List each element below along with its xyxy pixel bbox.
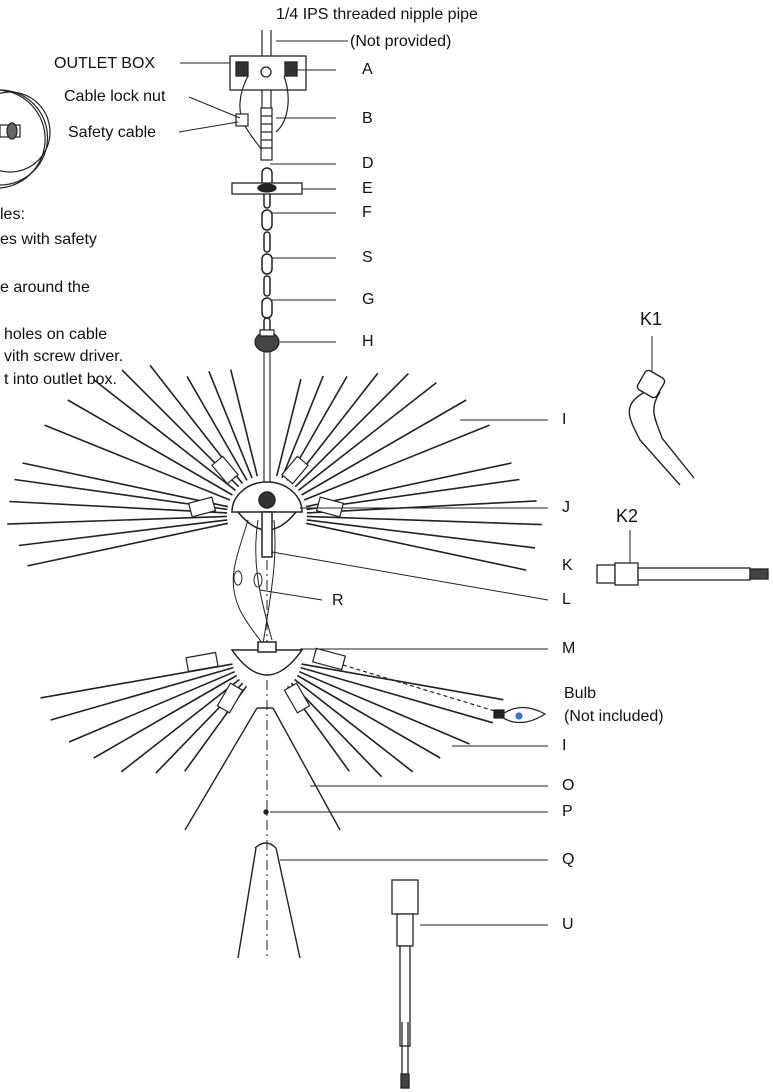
part-i-label: I xyxy=(562,411,567,428)
upper-spike-arms xyxy=(7,364,542,571)
spike-arm xyxy=(18,519,228,547)
spike-arm xyxy=(300,666,494,724)
spike-arm xyxy=(67,399,233,496)
spike-arm xyxy=(298,381,437,492)
part-i2-label: I xyxy=(562,737,567,754)
spike-arm xyxy=(303,424,490,501)
spike-arm xyxy=(186,376,248,481)
bulb-label: Bulb xyxy=(564,685,597,702)
instruction-line-3: e around the xyxy=(0,279,90,296)
spike-arm xyxy=(229,369,259,477)
bulb xyxy=(342,664,547,724)
spike-arm xyxy=(301,663,504,701)
spike-arm xyxy=(305,462,512,508)
spike-arm xyxy=(294,678,414,773)
upper-hub xyxy=(231,481,303,558)
part-k1-label: K1 xyxy=(640,309,663,329)
part-u-label: U xyxy=(562,916,574,933)
part-m-label: M xyxy=(562,640,576,657)
spike-arm xyxy=(68,670,236,743)
chain-link xyxy=(261,209,273,231)
part-p-label: P xyxy=(562,803,573,820)
part-k2-label: K2 xyxy=(616,506,639,526)
spike-arm xyxy=(305,522,527,571)
part-q-label: Q xyxy=(562,851,575,868)
part-a-label: A xyxy=(362,61,373,78)
bulb-note: (Not included) xyxy=(564,708,664,725)
instruction-line-6: t into outlet box. xyxy=(4,371,117,388)
spike-arm xyxy=(275,379,302,477)
part-b-label: B xyxy=(362,110,373,127)
instruction-line-2: es with safety xyxy=(0,231,97,248)
chain-link xyxy=(263,231,271,253)
chain-link xyxy=(263,275,271,297)
part-g-label: G xyxy=(362,291,375,308)
part-s-label: S xyxy=(362,249,373,266)
threaded-rod xyxy=(260,107,273,161)
canopy-plate xyxy=(231,182,303,195)
spike-arm xyxy=(306,500,537,514)
spike-arm xyxy=(27,522,229,567)
spike-arm xyxy=(93,378,236,492)
spike-arm xyxy=(120,678,240,773)
part-r-label: R xyxy=(332,592,344,609)
instruction-line-5: vith screw driver. xyxy=(4,348,124,365)
spike-arm xyxy=(298,670,470,745)
instruction-line-4: holes on cable xyxy=(4,326,108,343)
tool-u xyxy=(391,879,419,1089)
cable-lock-nut-label: Cable lock nut xyxy=(64,88,166,105)
outlet-box-label: OUTLET BOX xyxy=(54,55,156,72)
chain-link xyxy=(261,253,273,275)
part-e-label: E xyxy=(362,180,373,197)
lower-hub xyxy=(230,641,304,676)
part-j-label: J xyxy=(562,499,570,516)
part-f-label: F xyxy=(362,204,372,221)
spike-arm xyxy=(93,674,238,759)
detail-circle xyxy=(0,89,51,189)
tool-k1 xyxy=(628,369,695,486)
spike-arm xyxy=(22,462,229,508)
spike-arm xyxy=(301,399,467,496)
wires xyxy=(232,519,276,651)
center-rod xyxy=(263,352,271,495)
leader-lines xyxy=(178,40,653,926)
spike-arm xyxy=(44,424,231,501)
spike-arm xyxy=(306,519,536,549)
chain-link xyxy=(261,297,273,319)
spike-arm xyxy=(296,674,441,759)
candle-sockets xyxy=(185,455,347,714)
spike-arm xyxy=(294,373,409,488)
spike-arm xyxy=(281,375,324,479)
connector-nut xyxy=(254,329,280,353)
outlet-box xyxy=(229,55,307,91)
spike-arm xyxy=(306,515,542,526)
safety-cable-label: Safety cable xyxy=(68,124,157,141)
stand-legs xyxy=(184,707,341,959)
part-d-label: D xyxy=(362,155,374,172)
instruction-line-1: les: xyxy=(0,206,25,223)
tool-k2 xyxy=(596,562,769,586)
spike-arm xyxy=(290,682,383,778)
pipe-note: 1/4 IPS threaded nipple pipe xyxy=(276,6,478,23)
part-l-label: L xyxy=(562,591,571,608)
spike-arm xyxy=(50,666,234,721)
part-h-label: H xyxy=(362,333,374,350)
part-o-label: O xyxy=(562,777,575,794)
spike-arm xyxy=(208,371,253,479)
part-k-label: K xyxy=(562,557,573,574)
not-provided-note: (Not provided) xyxy=(350,33,452,50)
spike-arm xyxy=(7,515,228,525)
lower-spike-arms xyxy=(40,663,504,778)
